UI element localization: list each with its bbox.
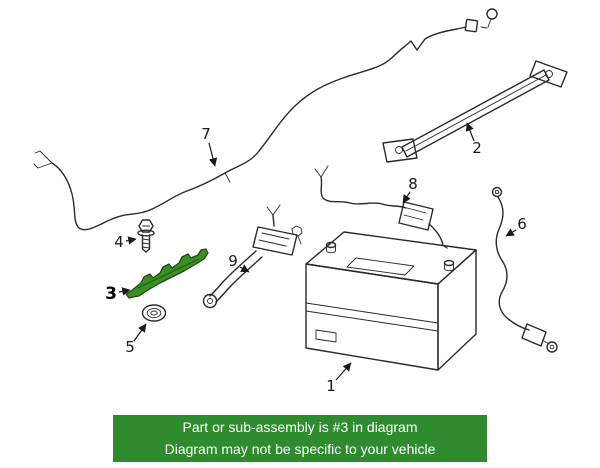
callout-6: 6 xyxy=(517,215,527,233)
ground-cable-illustration xyxy=(491,186,558,353)
battery-illustration xyxy=(305,231,477,371)
highlighted-bracket-illustration xyxy=(125,248,209,299)
callout-9: 9 xyxy=(228,252,238,270)
highlighted-bracket-shape xyxy=(125,248,209,299)
positive-cable-illustration xyxy=(314,165,448,249)
callout-labels: 1 2 3 4 5 6 7 8 9 xyxy=(105,122,527,395)
callout-7: 7 xyxy=(201,125,211,143)
banner-line2: Diagram may not be specific to your vehi… xyxy=(164,440,436,457)
grommet-illustration xyxy=(141,304,167,322)
wiring-harness-illustration xyxy=(33,8,498,231)
banner-line1: Part or sub-assembly is #3 in diagram xyxy=(182,418,418,435)
callout-4: 4 xyxy=(114,233,124,251)
callout-2: 2 xyxy=(472,139,482,157)
callout-5: 5 xyxy=(125,338,135,356)
terminal-clamp-cable-illustration xyxy=(202,204,303,309)
battery-strap-illustration xyxy=(382,60,568,163)
callout-8: 8 xyxy=(408,175,418,193)
callout-3: 3 xyxy=(105,284,117,304)
bolt-illustration xyxy=(137,219,155,253)
diagram-banner: Part or sub-assembly is #3 in diagram Di… xyxy=(113,415,487,462)
callout-1: 1 xyxy=(326,377,336,395)
